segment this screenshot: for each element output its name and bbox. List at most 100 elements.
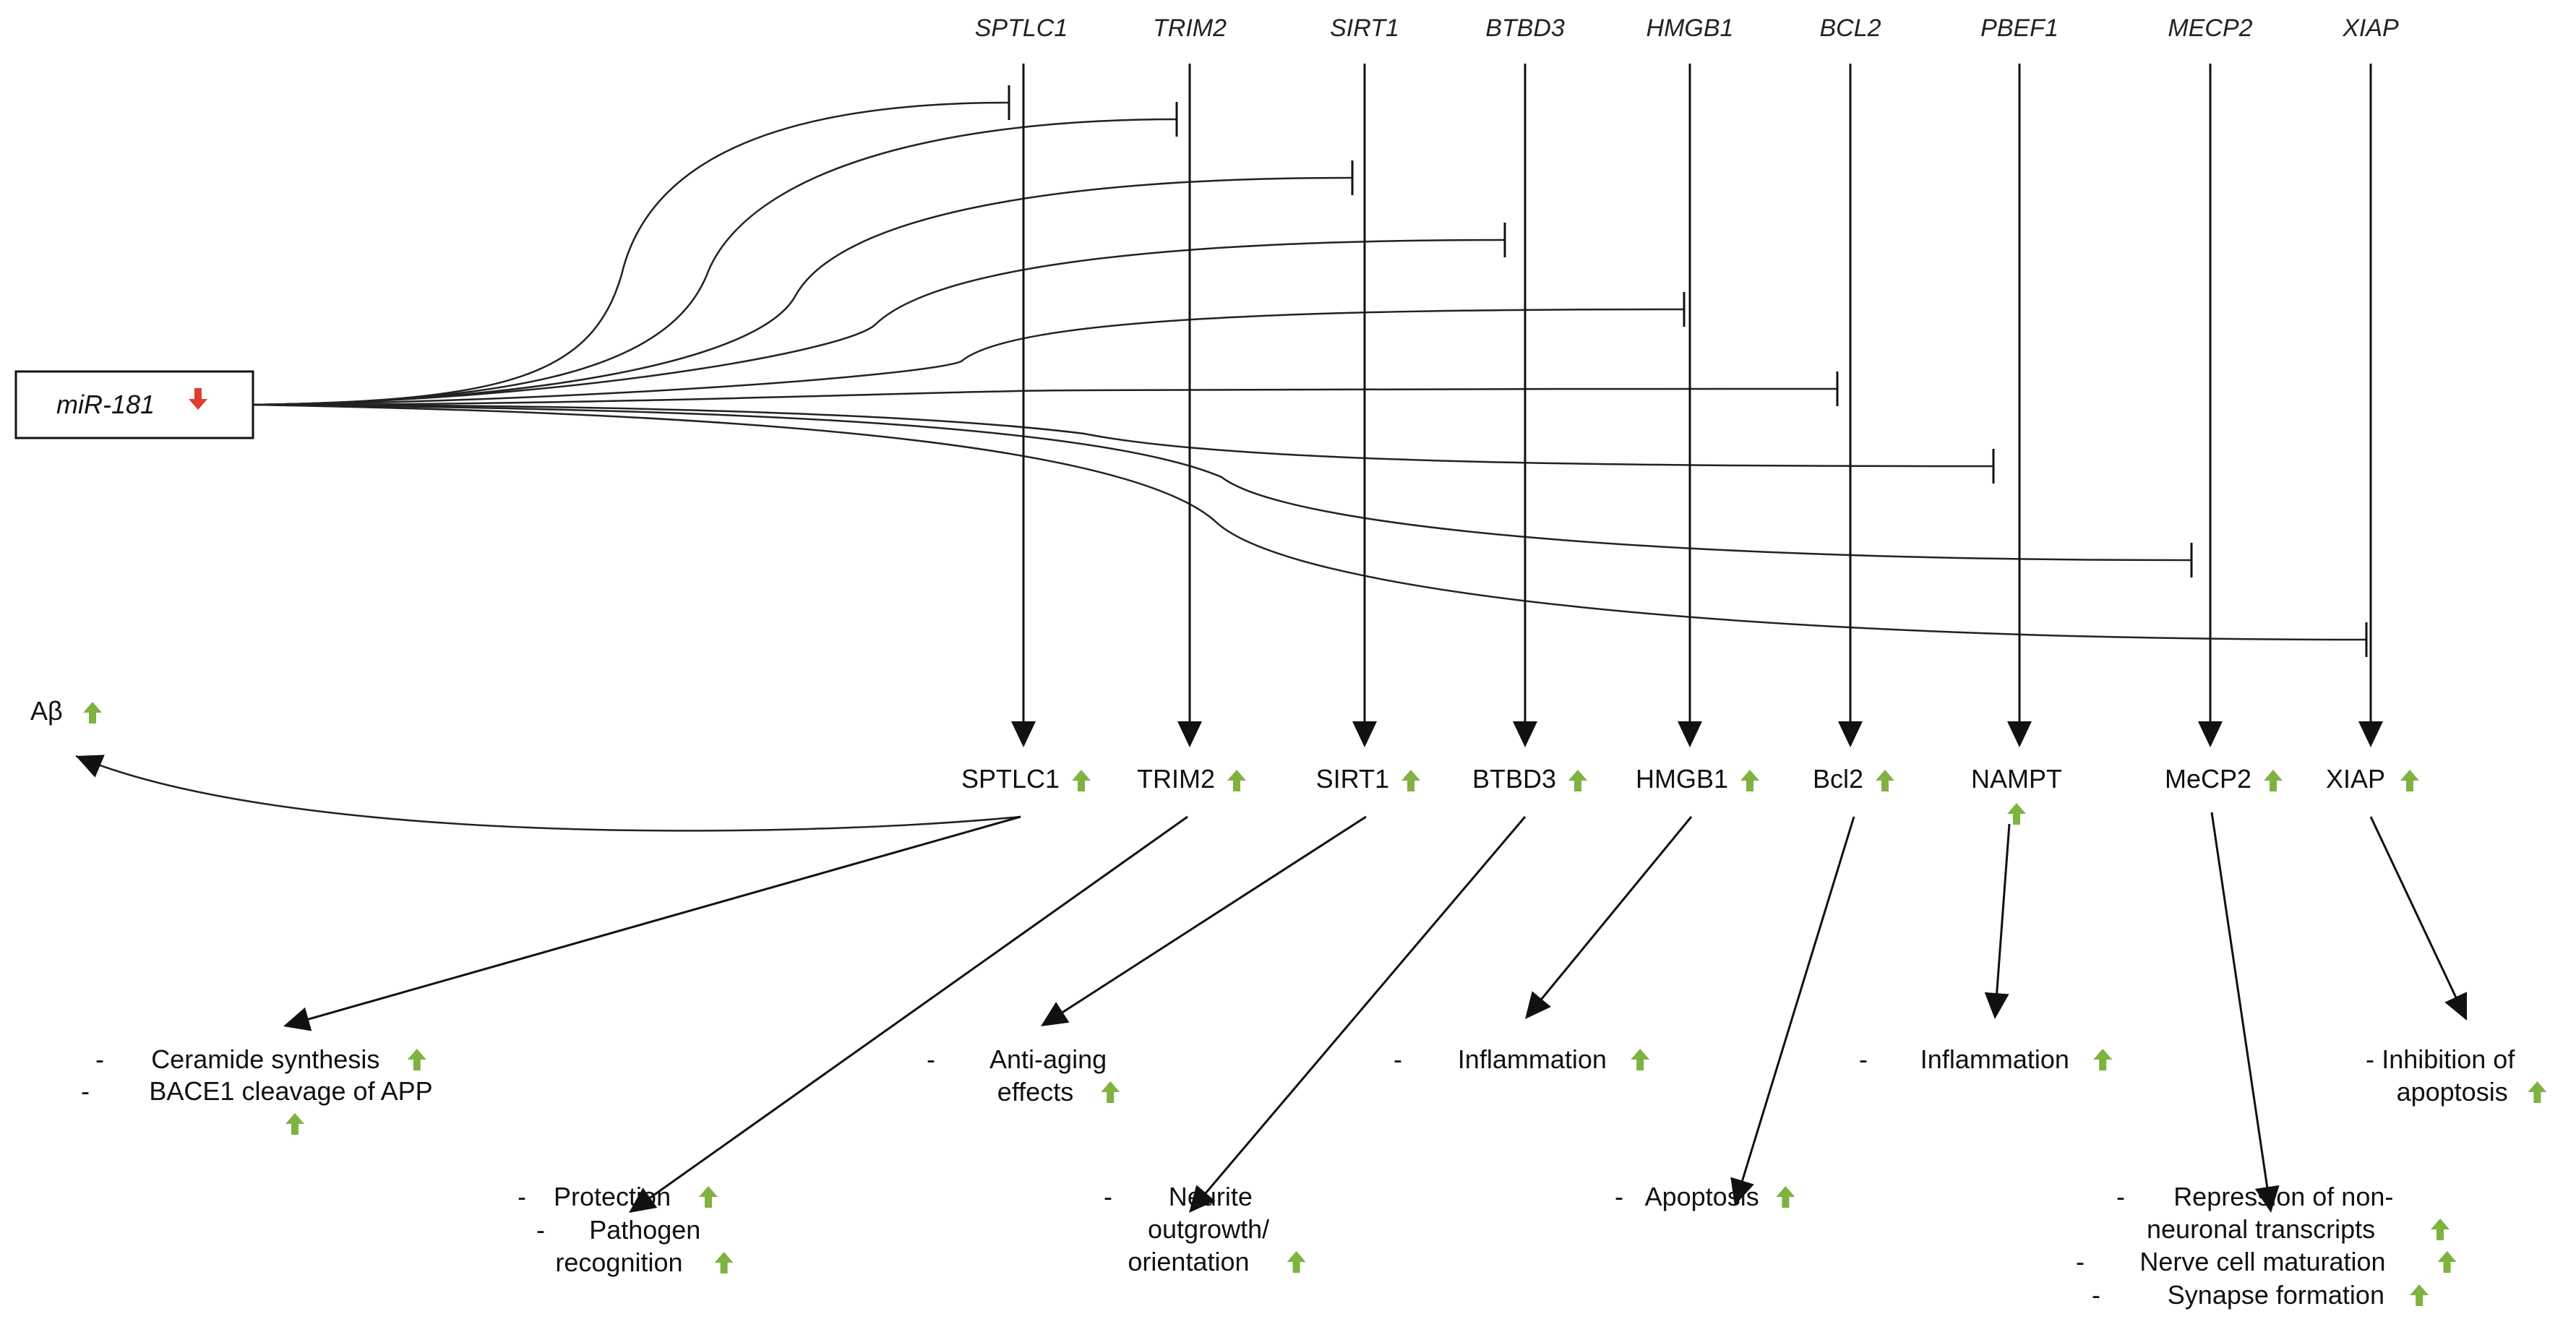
effect-block-hmgb1: - Inflammation [1394,1044,1650,1074]
protein-up-arrow-icon [2007,803,2026,825]
effect-texts: - Ceramide synthesis - BACE1 cleavage of AP… [81,1044,2547,1310]
effect-up-arrow-icon [2431,1219,2450,1240]
effect-text-line: neuronal transcripts [2147,1214,2375,1244]
effect-text-line: orientation [1128,1247,1249,1276]
effect-text-line: apoptosis [2397,1077,2508,1107]
protein-up-arrow-icon [1401,770,1420,791]
effect-arrowhead [76,755,105,778]
inhibition-curve [252,176,1353,406]
effect-text-line: BACE1 cleavage of APP [149,1076,432,1106]
gene-protein-arrowhead [1838,721,1863,747]
effect-text-line: Ceramide synthesis [151,1044,379,1074]
effect-block-nampt: - Inflammation [1859,1044,2113,1074]
inhibition-curve [252,387,1838,406]
effect-bullet-dash: - [1859,1044,1868,1074]
gene-protein-arrowhead [2007,721,2032,747]
effect-up-arrow-icon [2410,1284,2429,1306]
protein-label-mecp2: MeCP2 [2165,764,2251,794]
effect-block-bcl2: -Apoptosis [1615,1182,1795,1211]
effect-block-btbd3: - Neurite outgrowth/orientation [1104,1182,1306,1276]
effect-arrowhead [1984,992,2009,1019]
gene-label-pbef1: PBEF1 [1980,14,2058,42]
effect-curve-abeta [75,755,1021,832]
effect-arrowhead [2254,1185,2280,1213]
protein-label-bcl2: Bcl2 [1813,764,1863,794]
protein-up-arrow-icon [1740,770,1759,791]
gene-protein-arrowhead [1352,721,1377,747]
effect-text-line: Inflammation [1920,1044,2069,1074]
effect-arrowhead [1189,1185,1216,1213]
inhibition-curves [252,85,2368,657]
effect-arrowhead [1041,1002,1070,1026]
effect-up-arrow-icon [2528,1081,2547,1103]
effect-bullet-dash: - [2116,1182,2125,1211]
gene-protein-arrowhead [1678,721,1702,747]
effect-up-arrow-icon [1287,1251,1306,1273]
effect-up-arrow-icon [285,1113,304,1135]
effect-bullet-dash: - [2366,1044,2374,1074]
effect-up-arrow-icon [714,1252,734,1274]
protein-label-nampt: NAMPT [1971,764,2062,794]
protein-labels: SPTLC1 TRIM2 SIRT1 BTBD3 HMGB1 Bcl2 NAMP… [30,696,2385,794]
gene-protein-arrowhead [1513,721,1537,747]
protein-up-arrow-icon [2400,770,2419,791]
protein-up-arrow-icon [2264,770,2283,791]
effect-line [645,815,1188,1201]
effect-up-arrow-icon [2437,1251,2457,1273]
mirna-node: miR-181 [14,370,254,439]
down-arrow-icon [189,388,207,410]
protein-up-arrow-icon [1876,770,1894,791]
effect-arrowhead [629,1188,658,1213]
effect-text-line: Repression of non- [2173,1182,2393,1211]
effect-up-arrow-icon [1631,1049,1650,1070]
effect-bullet-dash: - [1394,1044,1402,1074]
effect-bullet-dash: - [927,1044,935,1074]
protein-up-arrow-icon [1227,770,1246,791]
gene-label-sptlc1: SPTLC1 [975,14,1068,42]
gene-protein-arrowhead [1177,721,1202,747]
effect-bullet-dash: - [536,1215,545,1245]
protein-label-sirt1: SIRT1 [1316,764,1389,794]
effect-text-line: recognition [555,1247,682,1277]
protein-up-arrow-icon [1568,770,1587,791]
effect-bullet-dash: - [81,1076,90,1106]
effect-bullet-dash: - [2076,1247,2085,1276]
effect-text-line: effects [997,1077,1073,1107]
effect-up-arrow-icon [2093,1049,2113,1070]
inhibition-curve [252,403,2192,562]
effect-bullet-dash: - [1104,1182,1112,1211]
inhibition-curve [252,118,1177,406]
gene-label-bcl2: BCL2 [1819,14,1881,42]
mirna-box [14,370,254,439]
gene-protein-arrowhead [2358,721,2383,747]
effect-text-line: Synapse formation [2168,1280,2384,1310]
effect-text-line: Neurite [1169,1182,1253,1211]
gene-label-btbd3: BTBD3 [1485,14,1565,42]
effect-line [1537,816,1693,1003]
effect-block-mecp2: -Repression of non-neuronal transcripts-… [2076,1182,2457,1310]
gene-protein-arrowhead [2198,721,2223,747]
gene-label-hmgb1: HMGB1 [1647,14,1734,42]
effect-text-line: Inflammation [1458,1044,1607,1074]
effect-bullet-dash: - [95,1044,104,1074]
protein-label-hmgb1: HMGB1 [1636,764,1728,794]
inhibition-curve [252,403,1994,468]
effect-text-line: Nerve cell maturation [2139,1247,2385,1276]
effect-up-arrow-icon [699,1186,718,1208]
effect-line [1740,816,1855,1185]
effect-line [1995,823,2011,998]
effect-text-line: Pathogen [589,1215,700,1245]
abeta-up-arrow-icon [83,702,102,723]
effect-text-line: Apoptosis [1645,1182,1759,1211]
effect-up-arrow-icon [407,1049,426,1070]
up-arrow-icons [83,702,2419,825]
down-arrow-polygon [189,388,207,410]
inhibition-curve [252,101,1010,406]
effect-text-line: outgrowth/ [1148,1214,1269,1244]
effect-line [1202,816,1527,1198]
gene-label-xiap: XIAP [2342,14,2399,42]
protein-up-arrow-icon [1072,770,1091,791]
